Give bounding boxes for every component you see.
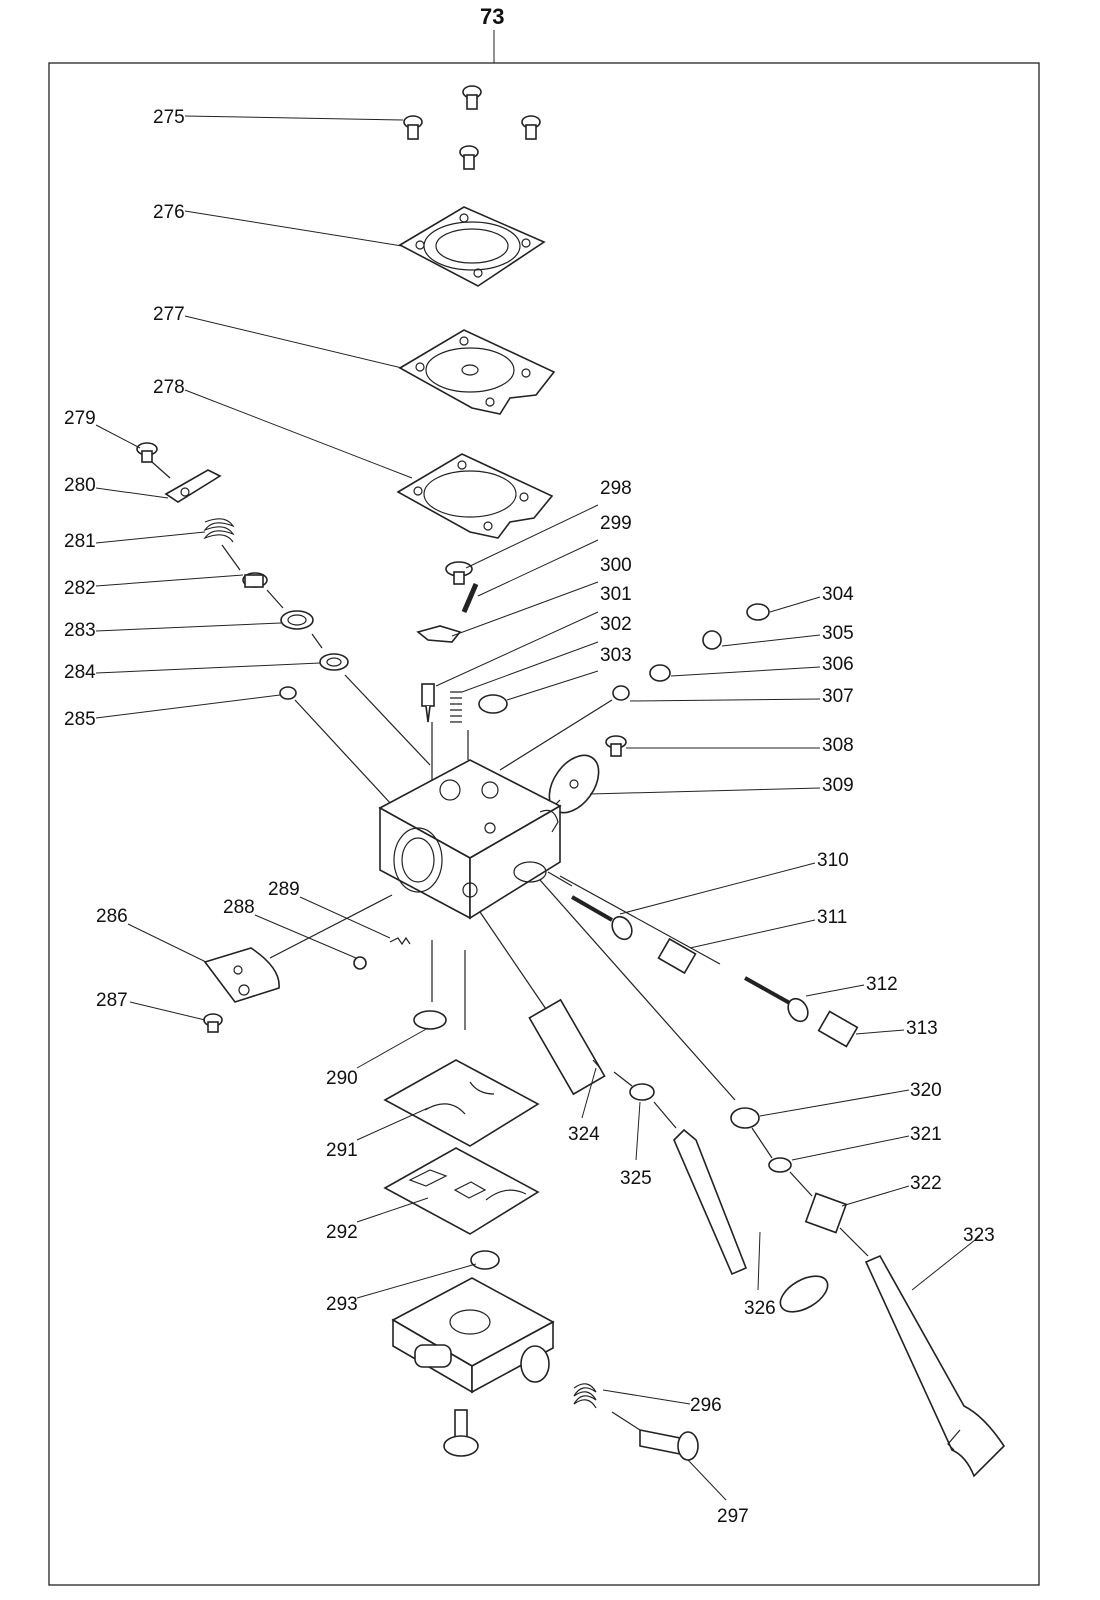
part-gasket [396,453,554,539]
part-adjusting-screws [547,871,859,1048]
callout-301: 301 [600,584,632,605]
callout-286: 286 [96,906,128,927]
part-bottom-stack [203,894,555,1457]
callout-276: 276 [153,202,185,223]
part-shafts [479,879,1006,1478]
callout-309: 309 [822,775,854,796]
callout-304: 304 [822,584,854,605]
callout-303: 303 [600,645,632,666]
callout-310: 310 [817,850,849,871]
callout-293: 293 [326,1294,358,1315]
callout-287: 287 [96,990,128,1011]
callout-280: 280 [64,475,96,496]
callout-320: 320 [910,1080,942,1101]
callout-313: 313 [906,1018,938,1039]
part-spring-needle [573,1383,699,1461]
callout-299: 299 [600,513,632,534]
callout-302: 302 [600,614,632,635]
part-inlet-parts [499,603,770,814]
page-number: 73 [480,4,504,29]
callout-300: 300 [600,555,632,576]
callout-275: 275 [153,107,185,128]
callout-278: 278 [153,377,185,398]
callout-283: 283 [64,620,96,641]
callout-312: 312 [866,974,898,995]
callout-322: 322 [910,1173,942,1194]
callout-289: 289 [268,879,300,900]
callout-281: 281 [64,531,96,552]
callout-296: 296 [690,1395,722,1416]
part-cover-plate [398,206,546,287]
part-screws [403,85,541,170]
callout-282: 282 [64,578,96,599]
callout-325: 325 [620,1168,652,1189]
diagram-frame [48,62,1040,1586]
callout-311: 311 [817,907,847,928]
callout-284: 284 [64,662,96,683]
callout-307: 307 [822,686,854,707]
part-left-stack [136,442,431,806]
callout-298: 298 [600,478,632,499]
part-pump-diaphragm [398,329,556,415]
callout-labels: 275 276 277 278 279 280 281 282 283 284 … [64,107,995,1527]
callout-291: 291 [326,1140,358,1161]
callout-306: 306 [822,654,854,675]
callout-305: 305 [822,623,854,644]
part-needle-valve [416,561,508,790]
callout-326: 326 [744,1298,776,1319]
callout-321: 321 [910,1124,942,1145]
part-carburetor-body [378,759,562,920]
callout-277: 277 [153,304,185,325]
callout-279: 279 [64,408,96,429]
callout-323: 323 [963,1225,995,1246]
callout-290: 290 [326,1068,358,1089]
callout-297: 297 [717,1506,749,1527]
callout-292: 292 [326,1222,358,1243]
callout-324: 324 [568,1124,600,1145]
callout-288: 288 [223,897,255,918]
callout-308: 308 [822,735,854,756]
leader-lines [95,115,981,1501]
callout-285: 285 [64,709,96,730]
